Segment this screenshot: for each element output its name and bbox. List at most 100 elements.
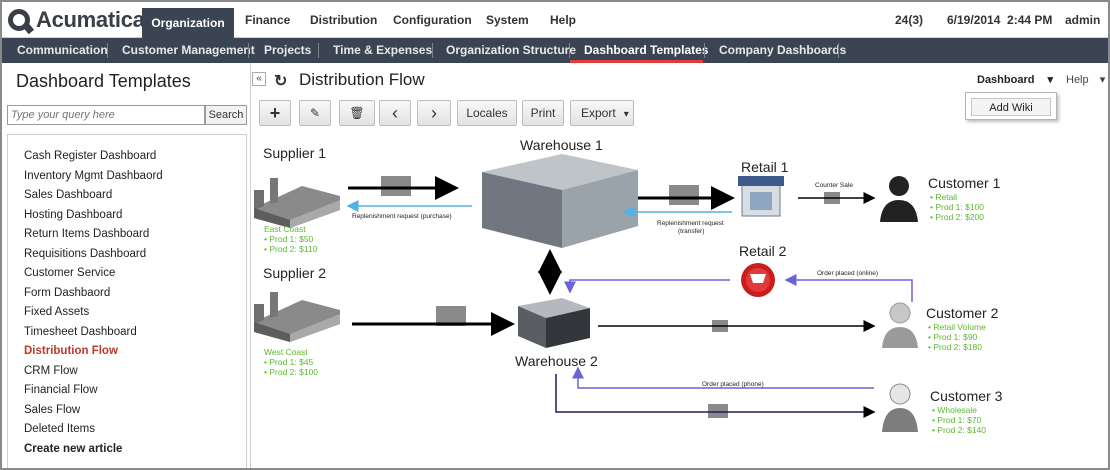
locales-button[interactable]: Locales bbox=[457, 100, 517, 126]
subnav-dashboard-templates[interactable]: Dashboard Templates bbox=[584, 43, 709, 57]
sidebar-item-cash-register[interactable]: Cash Register Dashboard bbox=[24, 150, 157, 162]
help-menu[interactable]: Help ▾ bbox=[1066, 73, 1105, 86]
nav-finance-label: Finance bbox=[245, 13, 291, 27]
sidebar-item-create-article[interactable]: Create new article bbox=[24, 442, 123, 455]
nav-distribution[interactable]: Distribution bbox=[310, 2, 377, 38]
factory-icon bbox=[254, 292, 340, 342]
caret-down-icon: ▾ bbox=[1099, 74, 1106, 86]
delete-button[interactable]: 🗑 bbox=[339, 100, 375, 126]
sidebar-item-hosting[interactable]: Hosting Dashboard bbox=[24, 208, 123, 221]
supplier1-region: East Coast bbox=[264, 224, 306, 234]
customer2-type: • Retail Volume bbox=[928, 322, 986, 332]
customer3-type: • Wholesale bbox=[932, 405, 978, 415]
active-tab-indicator bbox=[570, 60, 703, 63]
sidebar-item-timesheet[interactable]: Timesheet Dashboard bbox=[24, 325, 137, 338]
retail1-label: Retail 1 bbox=[741, 159, 789, 175]
customer1-prod1: • Prod 1: $100 bbox=[930, 202, 985, 212]
sidebar-item-crm-flow[interactable]: CRM Flow bbox=[24, 364, 78, 377]
sidebar-item-form-dashboard[interactable]: Form Dashbaord bbox=[24, 286, 111, 299]
subnav-organization-structure[interactable]: Organization Structure bbox=[446, 43, 577, 57]
order-phone-label: Order placed (phone) bbox=[702, 381, 764, 388]
add-wiki-menu-item[interactable]: Add Wiki bbox=[971, 98, 1051, 116]
warehouse-building-icon bbox=[482, 154, 638, 248]
customer2-prod2: • Prod 2: $180 bbox=[928, 342, 983, 352]
sidebar-item-inventory-mgmt[interactable]: Inventory Mgmt Dashbaord bbox=[24, 169, 163, 182]
customer3-label: Customer 3 bbox=[930, 388, 1003, 404]
customer1-label: Customer 1 bbox=[928, 175, 1001, 191]
person-icon bbox=[880, 176, 918, 222]
supplier1-prod2: • Prod 2: $110 bbox=[264, 244, 318, 254]
replenish-transfer-label: Replenishment request bbox=[657, 220, 724, 227]
order-online-label: Order placed (online) bbox=[817, 270, 879, 277]
logo[interactable]: Acumatica bbox=[8, 7, 145, 32]
supplier2-region: West Coast bbox=[264, 347, 308, 357]
module-nav: Communication Customer Management Projec… bbox=[2, 38, 1108, 63]
sidebar-item-requisitions[interactable]: Requisitions Dashboard bbox=[24, 247, 147, 260]
page-title: Distribution Flow bbox=[299, 70, 425, 89]
nav-help-label: Help bbox=[550, 13, 577, 27]
datetime-label: 6/19/2014 2:44 PM bbox=[947, 13, 1053, 27]
nav-help[interactable]: Help bbox=[550, 2, 576, 38]
nav-finance[interactable]: Finance bbox=[245, 2, 290, 38]
sidebar-item-customer-service[interactable]: Customer Service bbox=[24, 267, 116, 279]
search-button[interactable]: Search bbox=[205, 105, 247, 125]
subnav-divider bbox=[838, 43, 839, 58]
subnav-projects[interactable]: Projects bbox=[264, 43, 312, 57]
user-menu[interactable]: admin bbox=[1065, 2, 1100, 38]
nav-system[interactable]: System bbox=[486, 2, 529, 38]
sidebar-item-distribution-flow[interactable]: Distribution Flow bbox=[24, 345, 118, 357]
nav-organization[interactable]: Organization bbox=[142, 8, 234, 38]
user-label: admin bbox=[1065, 13, 1101, 27]
warehouse2-label: Warehouse 2 bbox=[515, 353, 598, 369]
customer2-prod1: • Prod 1: $90 bbox=[928, 332, 978, 342]
datetime[interactable]: 6/19/2014 2:44 PM bbox=[947, 2, 1052, 38]
subnav-divider bbox=[704, 43, 705, 58]
sidebar-item-sales-dashboard[interactable]: Sales Dashboard bbox=[24, 189, 113, 201]
customer1-prod2: • Prod 2: $200 bbox=[930, 212, 985, 222]
logo-text: Acumatica bbox=[36, 7, 145, 32]
sidebar-item-financial-flow[interactable]: Financial Flow bbox=[24, 384, 98, 396]
factory-icon bbox=[254, 178, 340, 228]
customer1-type: • Retail bbox=[930, 192, 958, 202]
sidebar-item-sales-flow[interactable]: Sales Flow bbox=[24, 403, 81, 416]
add-button[interactable]: + bbox=[259, 100, 291, 126]
nav-distribution-label: Distribution bbox=[310, 13, 378, 27]
nav-system-label: System bbox=[486, 13, 529, 27]
person-icon bbox=[882, 302, 918, 348]
store-icon bbox=[738, 176, 784, 217]
export-button[interactable]: Export▾ bbox=[570, 100, 634, 126]
previous-button[interactable]: ‹ bbox=[379, 100, 411, 126]
acumatica-logo-icon bbox=[8, 9, 30, 31]
sidebar-item-deleted-items[interactable]: Deleted Items bbox=[24, 423, 95, 435]
dashboard-dropdown: Add Wiki bbox=[965, 92, 1057, 120]
distribution-flow-diagram bbox=[254, 154, 918, 432]
replenish-transfer-label-2: (transfer) bbox=[678, 228, 705, 235]
next-button[interactable]: › bbox=[417, 100, 451, 126]
search-input[interactable] bbox=[7, 105, 205, 125]
customer3-prod2: • Prod 2: $140 bbox=[932, 425, 987, 435]
subnav-customer-management[interactable]: Customer Management bbox=[122, 43, 255, 57]
supplier1-prod1: • Prod 1: $50 bbox=[264, 234, 314, 244]
print-button[interactable]: Print bbox=[522, 100, 564, 126]
nav-configuration[interactable]: Configuration bbox=[393, 2, 472, 38]
collapse-sidebar-button[interactable]: « bbox=[252, 72, 266, 86]
subnav-communication[interactable]: Communication bbox=[17, 43, 108, 57]
shopping-cart-icon bbox=[741, 263, 775, 297]
notification-count[interactable]: 24(3) bbox=[895, 2, 923, 38]
customer3-prod1: • Prod 1: $70 bbox=[932, 415, 982, 425]
help-menu-label: Help bbox=[1066, 74, 1089, 86]
customer2-label: Customer 2 bbox=[926, 305, 999, 321]
dashboard-menu[interactable]: Dashboard ▾ bbox=[977, 73, 1053, 86]
edit-button[interactable]: ✎ bbox=[299, 100, 331, 126]
subnav-divider bbox=[107, 43, 108, 58]
supplier2-label: Supplier 2 bbox=[263, 265, 327, 281]
sidebar-item-return-items[interactable]: Return Items Dashboard bbox=[24, 228, 150, 240]
subnav-time-expenses[interactable]: Time & Expenses bbox=[333, 43, 433, 57]
subnav-divider bbox=[569, 43, 570, 58]
subnav-divider bbox=[318, 43, 319, 58]
retail2-label: Retail 2 bbox=[739, 243, 787, 259]
refresh-icon[interactable]: ↻ bbox=[274, 73, 288, 90]
person-icon bbox=[882, 383, 918, 432]
sidebar-item-fixed-assets[interactable]: Fixed Assets bbox=[24, 306, 90, 318]
subnav-company-dashboards[interactable]: Company Dashboards bbox=[719, 43, 847, 57]
